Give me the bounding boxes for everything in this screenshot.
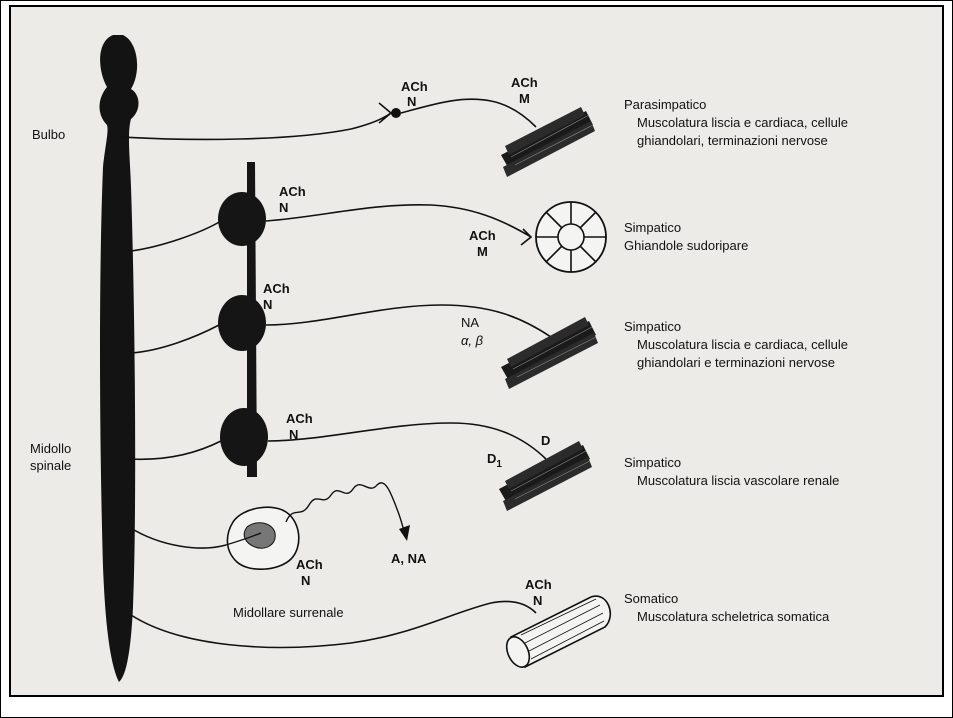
trans-1-pre-bottom: N [407, 94, 416, 109]
smooth-muscle-target-3 [499, 441, 592, 511]
trans-3-pre-bottom: N [263, 297, 272, 312]
skeletal-muscle-target [502, 596, 610, 671]
pathway-3-desc2: ghiandolari e terminazioni nervose [637, 355, 835, 370]
trans-2-post-top: ACh [469, 228, 496, 243]
trans-2-pre-bottom: N [279, 200, 288, 215]
smooth-muscle-target-2 [501, 317, 598, 389]
label-bulbo: Bulbo [32, 127, 65, 142]
pathway-2-desc1: Ghiandole sudoripare [624, 238, 748, 253]
sweat-gland-target [536, 202, 606, 272]
adrenal-preganglionic-fiber [129, 527, 226, 548]
trans-3-post-bottom: α, β [461, 333, 484, 348]
sympathetic-preganglionic-fiber-2 [131, 325, 219, 353]
adrenal-medulla-cell [226, 507, 299, 569]
pathway-6-desc1: Muscolatura scheletrica somatica [637, 609, 830, 624]
smooth-muscle-target-1 [501, 107, 595, 177]
pathway-2-name: Simpatico [624, 220, 681, 235]
parasympathetic-ganglion-cell [391, 108, 401, 118]
trans-1-pre-top: ACh [401, 79, 428, 94]
ganglion-3 [220, 408, 268, 466]
ganglion-1 [218, 192, 266, 246]
trans-4-pre-bottom: N [289, 427, 298, 442]
hormone-release-arrow [286, 483, 405, 535]
parasympathetic-preganglionic-fiber [121, 113, 391, 139]
trans-5-pre-bottom: N [301, 573, 310, 588]
trans-4-post-top: D [541, 433, 550, 448]
pathway-4-desc1: Muscolatura liscia vascolare renale [637, 473, 839, 488]
trans-4-post-bottom: D1 [487, 451, 502, 470]
pathway-6-name: Somatico [624, 591, 678, 606]
sympathetic-preganglionic-fiber-3 [131, 441, 221, 459]
trans-2-post-bottom: M [477, 244, 488, 259]
pathway-1-desc2: ghiandolari, terminazioni nervose [637, 133, 828, 148]
sympathetic-postganglionic-fiber-3 [268, 423, 546, 459]
trans-6-post-top: ACh [525, 577, 552, 592]
trans-5-pre-top: ACh [296, 557, 323, 572]
label-midollo: Midollo [30, 441, 71, 456]
ganglion-2 [218, 295, 266, 351]
diagram-panel: Bulbo Midollo spinale ACh N ACh M Parasi… [9, 5, 944, 697]
pathway-1-desc1: Muscolatura liscia e cardiaca, cellule [637, 115, 848, 130]
trans-2-pre-top: ACh [279, 184, 306, 199]
adrenal-medulla-label: Midollare surrenale [233, 605, 344, 620]
spinal-cord-shape [100, 35, 139, 682]
hormone-arrowhead [399, 525, 410, 541]
trans-3-pre-top: ACh [263, 281, 290, 296]
pathway-1-name: Parasimpatico [624, 97, 706, 112]
pathway-4-name: Simpatico [624, 455, 681, 470]
trans-3-post-top: NA [461, 315, 479, 330]
trans-1-post-bottom: M [519, 91, 530, 106]
pathway-3-name: Simpatico [624, 319, 681, 334]
trans-4-pre-top: ACh [286, 411, 313, 426]
sympathetic-preganglionic-fiber-1 [131, 221, 221, 251]
pathway-3-desc1: Muscolatura liscia e cardiaca, cellule [637, 337, 848, 352]
parasympathetic-synapse-fork [379, 103, 391, 123]
sympathetic-postganglionic-fiber-2 [266, 305, 551, 337]
adrenal-release-label: A, NA [391, 551, 427, 566]
trans-1-post-top: ACh [511, 75, 538, 90]
label-spinale: spinale [30, 458, 71, 473]
trans-6-post-bottom: N [533, 593, 542, 608]
autonomic-nervous-system-diagram: Bulbo Midollo spinale ACh N ACh M Parasi… [11, 7, 942, 695]
parasympathetic-postganglionic-fiber [401, 99, 536, 127]
